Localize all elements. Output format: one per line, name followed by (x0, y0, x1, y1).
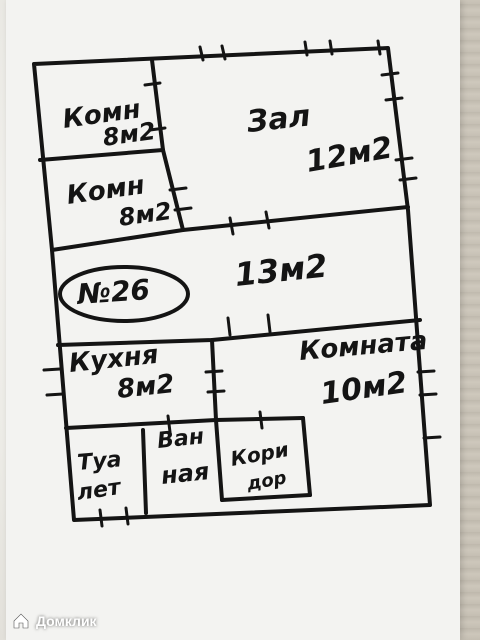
watermark-text: Домклик (36, 613, 97, 629)
room3-label-line2: 10м2 (318, 365, 409, 412)
watermark: Домклик (12, 612, 97, 630)
apartment-number-label: №26 (74, 273, 151, 311)
house-logo-icon (12, 612, 30, 630)
wall-living-bottom (50, 205, 410, 252)
toilet-label-line1: Туа (76, 447, 122, 476)
room3-label-line1: Комната (298, 326, 429, 367)
toilet-label-line2: лет (75, 475, 123, 506)
hall-label-line2: 12м2 (303, 130, 395, 180)
bath-label-line2: ная (160, 457, 211, 490)
wall-room1-right (150, 58, 165, 152)
wall-bath-right (214, 418, 224, 502)
closet-label-line1: Кори (229, 437, 291, 471)
paper-sheet (6, 0, 460, 640)
wall-room1-bottom (38, 148, 165, 162)
bath-label-line1: Ван (156, 424, 205, 454)
wall-kitchen-right (210, 338, 218, 422)
wall-toilet-right (141, 428, 148, 515)
corridor-area-label: 13м2 (233, 246, 329, 294)
room1-label-line2: 8м2 (101, 117, 157, 152)
wall-closet-bottom (220, 493, 312, 502)
apartment-number-circle (58, 265, 190, 323)
closet-label-line2: дор (244, 467, 288, 495)
wall-closet-right (301, 416, 312, 497)
hall-label-line1: Зал (244, 99, 312, 141)
kitchen-label-line2: 8м2 (116, 369, 176, 405)
room2-label-line2: 8м2 (117, 197, 173, 232)
